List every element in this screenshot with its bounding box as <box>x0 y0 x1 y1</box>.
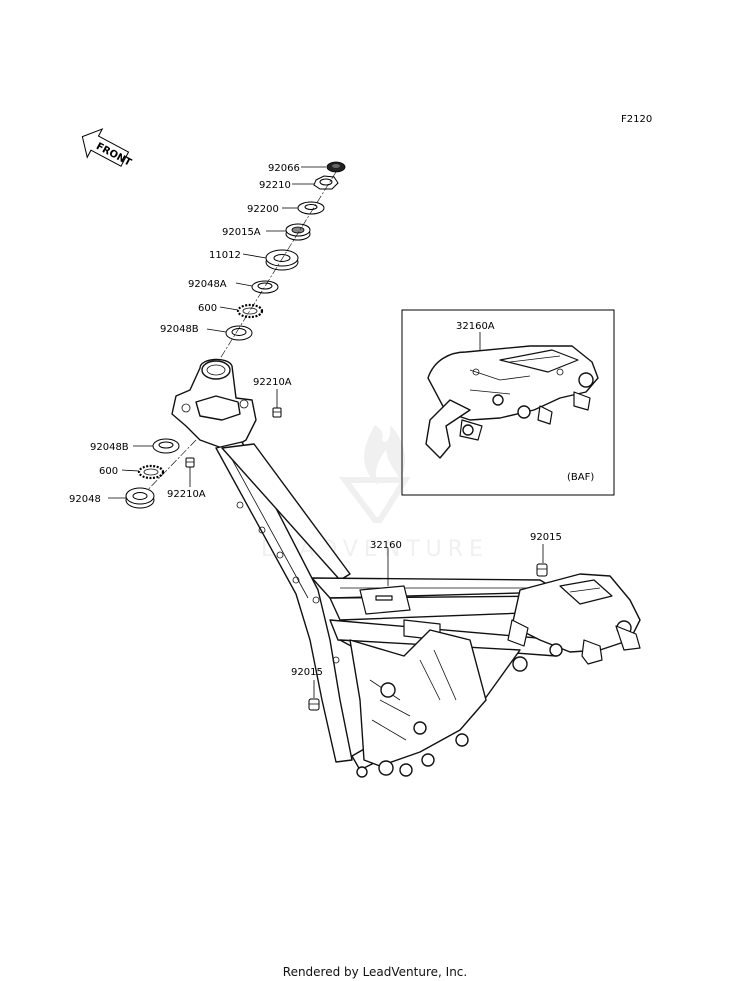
part-92048B-low-icon <box>152 438 180 454</box>
callout-92048B-top: 92048B <box>160 324 199 335</box>
part-600-low-icon <box>137 464 165 480</box>
callout-92200: 92200 <box>247 204 279 215</box>
inset-box: 32160A (BAF) <box>401 309 615 496</box>
part-92210A-low-icon <box>185 457 195 468</box>
watermark-logo: LEADVENTURE <box>261 425 483 562</box>
frame-32160-icon <box>171 358 641 778</box>
callout-600-top: 600 <box>198 303 217 314</box>
part-92015-right-icon <box>536 563 548 577</box>
part-92200-icon <box>297 201 325 215</box>
part-92015A-icon <box>285 223 311 241</box>
footer-credit: Rendered by LeadVenture, Inc. <box>283 965 467 979</box>
part-92015-low-icon <box>308 698 320 711</box>
inset-callout-32160A: 32160A <box>456 321 495 332</box>
callout-32160: 32160 <box>370 540 402 551</box>
callout-600-low: 600 <box>99 466 118 477</box>
callout-92066: 92066 <box>268 163 300 174</box>
part-600-top-icon <box>236 303 264 319</box>
part-92210-icon <box>313 175 339 190</box>
part-92048-icon <box>125 487 155 509</box>
callout-92015-low: 92015 <box>291 667 323 678</box>
part-92048A-icon <box>251 280 279 294</box>
callout-92210A-low: 92210A <box>167 489 206 500</box>
callout-92015A: 92015A <box>222 227 261 238</box>
diagram-code: F2120 <box>621 114 652 125</box>
front-arrow-icon: FRONT <box>81 128 133 169</box>
part-92210A-top-icon <box>272 407 282 418</box>
callout-92015-right: 92015 <box>530 532 562 543</box>
callout-92048B-low: 92048B <box>90 442 129 453</box>
part-92066-icon <box>326 161 346 173</box>
callout-92048: 92048 <box>69 494 101 505</box>
callout-11012: 11012 <box>209 250 241 261</box>
frame-32160A-icon <box>425 345 599 459</box>
part-92048B-top-icon <box>225 325 253 341</box>
part-11012-icon <box>265 249 299 271</box>
callout-92210: 92210 <box>259 180 291 191</box>
inset-note: (BAF) <box>567 472 594 483</box>
callout-92210A-top: 92210A <box>253 377 292 388</box>
callout-92048A: 92048A <box>188 279 227 290</box>
